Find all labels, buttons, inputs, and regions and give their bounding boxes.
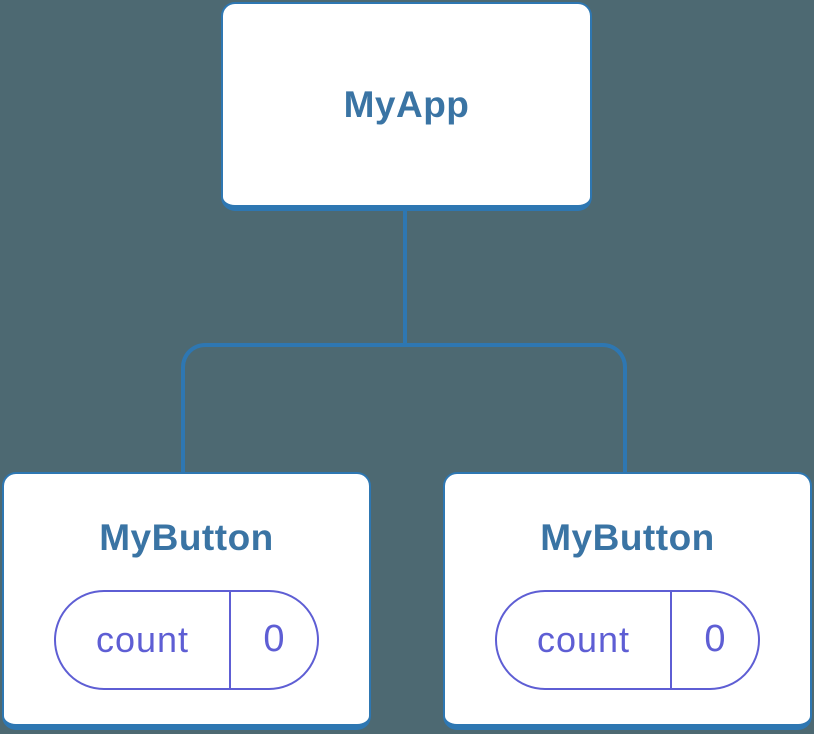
state-value: 0	[670, 591, 758, 688]
state-pill: count 0	[495, 589, 760, 690]
state-pill: count 0	[54, 589, 319, 690]
component-label-child-2: MyButton	[540, 516, 715, 558]
state-value: 0	[229, 591, 317, 688]
tree-connector-bracket	[181, 343, 627, 472]
state-key: count	[95, 618, 190, 660]
component-label-root: MyApp	[343, 84, 470, 125]
component-node-child-1: MyButton count 0	[2, 472, 371, 730]
state-key: count	[536, 618, 631, 660]
component-node-child-2: MyButton count 0	[443, 472, 812, 730]
component-label-child-1: MyButton	[99, 516, 274, 558]
component-node-root: MyApp	[221, 2, 592, 211]
tree-connector-stem	[403, 208, 407, 345]
